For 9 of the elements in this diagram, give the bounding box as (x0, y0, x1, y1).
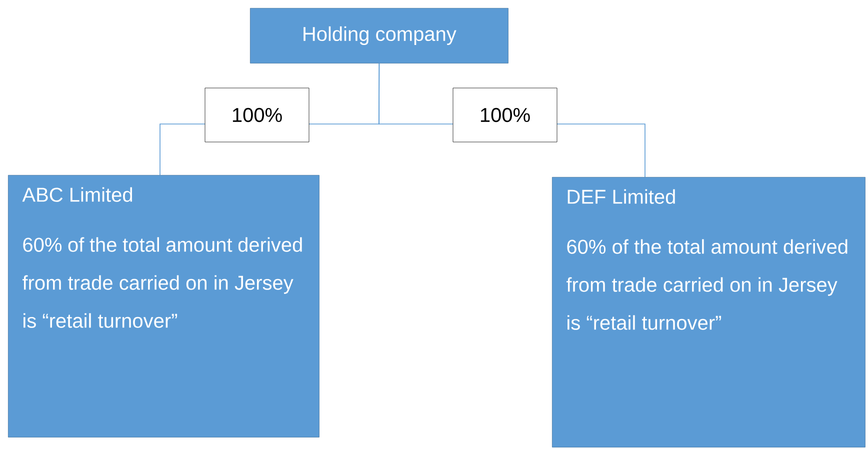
node-label: ABC Limited (22, 187, 132, 202)
edge-label: 100% (232, 108, 282, 122)
edge-label: 100% (480, 108, 530, 122)
node-label: 60% of the total amount derived from trade carried on in Jersey is “retail turnover” (22, 237, 302, 328)
node-label: 60% of the total amount derived from trade carried on in Jersey is “retail turnover” (566, 239, 848, 330)
company-box (552, 177, 866, 448)
company-box (8, 175, 320, 438)
node-label: DEF Limited (568, 189, 675, 204)
company-box: Holding company (250, 8, 508, 64)
